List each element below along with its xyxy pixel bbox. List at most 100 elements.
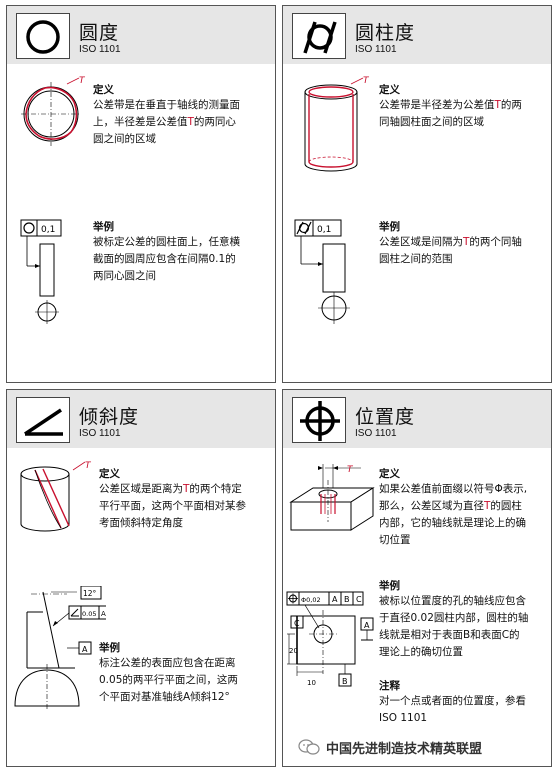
example-text: 被标定公差的圆柱面上，任意横截面的圆周应包含在间隔0.1的两同心圆之间 [93,234,240,285]
tolerance-symbol: T [183,483,190,495]
text-line: ISO 1101 [379,712,428,724]
tolerance-symbol: T [494,99,501,111]
text-line: 0.05的两平行平面之间，这两 [99,674,238,686]
text-line: 切位置 [379,534,411,546]
text-line: 被标以位置度的孔的轴线应包含 [379,595,526,607]
example-heading: 举例 [379,580,400,592]
angularity-definition-figure: T [20,461,92,532]
text-line: 圆柱之间的范围 [379,253,453,265]
text-line: 内部，它的轴线就是理论上的确 [379,517,526,529]
example-heading: 举例 [99,642,120,654]
text-line: 上，半径差是公差值T的两同心 [93,116,236,128]
position-example-figure: Φ0,02 A B C C A 20 10 B [286,591,374,687]
cylindricity-definition-figure: T [304,76,370,172]
text-line: 截面的圆周应包含在间隔0.1的 [93,253,236,265]
cylindricity-card: 圆柱度 ISO 1101 T 定义 公差带是半径差为公差值T的两同轴圆柱面之间的… [282,5,552,383]
text-line: 公差带是半径差为公差值T的两 [379,99,522,111]
definition-text: 如果公差值前面缀以符号Φ表示, 那么，公差区域为直径T的圆柱内部，它的轴线就是理论… [379,481,527,549]
definition-text: 公差带是半径差为公差值T的两同轴圆柱面之间的区域 [379,97,522,131]
card-header: 圆度 ISO 1101 [7,6,275,64]
roundness-symbol-box [16,13,70,59]
tol-value: Φ0,02 [301,596,321,604]
t-label: T [363,76,370,86]
text-line: 于直径0.02圆柱内部，圆柱的轴 [379,612,529,624]
example-text: 标注公差的表面应包含在距离 0.05的两平行平面之间，这两个平面对基准轴线A倾斜1… [99,655,238,706]
roundness-definition-figure: T [21,76,86,146]
roundness-icon [26,20,60,54]
text-line: 公差区域是距离为T的两个特定 [99,483,242,495]
tolerance-symbol: T [463,236,470,248]
angularity-card: 倾斜度 ISO 1101 T 定义 公差区域是距离为T的两个特定平行平面，这两个… [6,389,276,767]
position-icon [300,401,340,441]
dim-20: 20 [289,647,298,655]
card-title: 圆度 [79,22,120,44]
note-text: 对一个点或者面的位置度，参看 ISO 1101 [379,693,526,727]
card-title: 倾斜度 [79,406,140,428]
angularity-example-figure: 12° 0.05 A A [14,586,106,710]
position-definition-figure: T [289,464,375,531]
datum-a: A [332,595,338,604]
t-label: T [79,76,86,86]
tolerance-symbol: T [187,116,194,128]
text-line: 标注公差的表面应包含在距离 [99,657,236,669]
datum-label: A [101,610,106,618]
wechat-icon [298,739,320,755]
dim-10: 10 [307,679,316,687]
text-line: 如果公差值前面缀以符号Φ表示, [379,483,528,495]
tol-value: 0.05 [82,610,96,618]
card-title: 圆柱度 [355,22,416,44]
text-line: 两同心圆之间 [93,270,156,282]
tol-value: 0,1 [41,225,55,235]
position-card: 位置度 ISO 1101 T 定义 如果公差值前面缀以符号Φ表示, 那么，公差区域… [282,389,552,767]
text-line: 圆之间的区域 [93,133,156,145]
datum-a-box: A [364,621,370,630]
card-header: 位置度 ISO 1101 [283,390,551,448]
text-line: 被标定公差的圆柱面上，任意横 [93,236,240,248]
example-text: 公差区域是间隔为T的两个同轴圆柱之间的范围 [379,234,522,268]
angularity-icon [24,408,63,436]
text-line: 平行平面，这两个平面相对某参 [99,500,246,512]
tolerance-symbol: T [484,500,491,512]
card-header: 倾斜度 ISO 1101 [7,390,275,448]
card-standard: ISO 1101 [79,428,121,439]
cylindricity-icon [303,21,337,54]
t-label: T [347,465,354,475]
definition-heading: 定义 [379,468,400,480]
cylindricity-example-figure: 0,1 [294,219,350,324]
card-standard: ISO 1101 [79,44,121,55]
t-label: T [85,461,92,471]
definition-heading: 定义 [93,84,114,96]
card-title: 位置度 [355,406,416,428]
definition-heading: 定义 [99,468,120,480]
text-line: 同轴圆柱面之间的区域 [379,116,484,128]
datum-b: B [344,595,350,604]
position-symbol-box [292,397,346,443]
definition-text: 公差带是在垂直于轴线的测量面上，半径差是公差值T的两同心圆之间的区域 [93,97,240,148]
datum-c: C [356,595,362,604]
text-line: 对一个点或者面的位置度，参看 [379,695,526,707]
roundness-example-figure: 0,1 [20,219,62,324]
datum-label-box: A [82,645,88,654]
tol-value: 0,1 [317,225,331,235]
text-line: 个平面对基准轴线A倾斜12° [99,691,230,703]
text-line: 那么，公差区域为直径T的圆柱 [379,500,522,512]
definition-text: 公差区域是距离为T的两个特定平行平面，这两个平面相对某参考面倾斜特定角度 [99,481,246,532]
card-standard: ISO 1101 [355,44,397,55]
roundness-card: 圆度 ISO 1101 T 定义 公差带是在垂直于轴线的测量面上，半径差是公差值… [6,5,276,383]
cylindricity-symbol-box [292,13,346,59]
text-line: 公差带是在垂直于轴线的测量面 [93,99,240,111]
angle-label: 12° [83,589,97,598]
example-heading: 举例 [379,221,400,233]
text-line: 线就是相对于表面B和表面C的 [379,629,520,641]
card-standard: ISO 1101 [355,428,397,439]
watermark: 中国先进制造技术精英联盟 [298,736,482,758]
watermark-text: 中国先进制造技术精英联盟 [326,741,483,757]
text-line: 公差区域是间隔为T的两个同轴 [379,236,522,248]
example-heading: 举例 [93,221,114,233]
example-text: 被标以位置度的孔的轴线应包含于直径0.02圆柱内部，圆柱的轴线就是相对于表面B和… [379,593,528,661]
note-heading: 注释 [379,680,400,692]
definition-heading: 定义 [379,84,400,96]
card-header: 圆柱度 ISO 1101 [283,6,551,64]
angularity-symbol-box [16,397,70,443]
text-line: 考面倾斜特定角度 [99,517,183,529]
